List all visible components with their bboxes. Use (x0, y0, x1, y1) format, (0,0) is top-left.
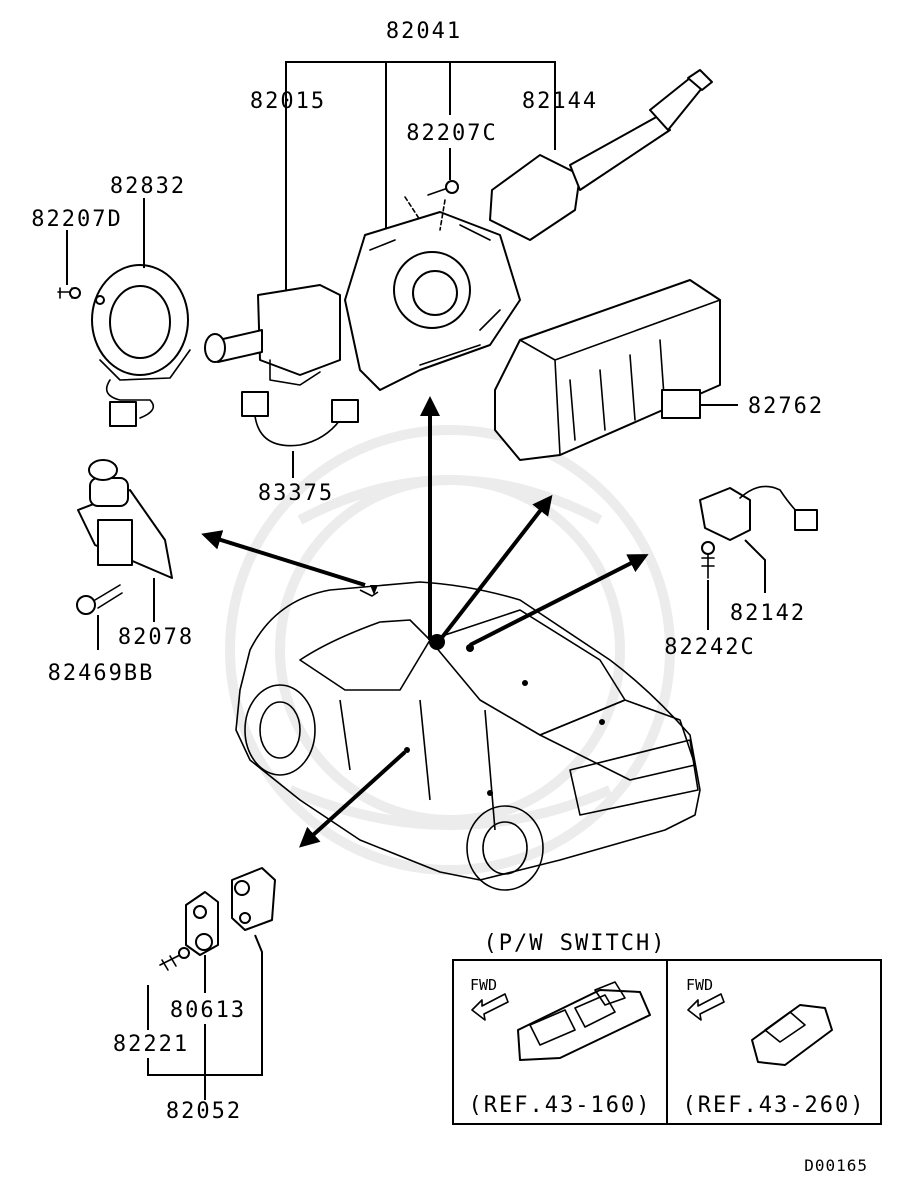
callout-82207C: 82207C (406, 121, 497, 146)
callout-82052: 82052 (166, 1099, 242, 1124)
screw-82207C-illustration (404, 180, 459, 231)
column-switch-illustration (344, 211, 521, 391)
pw-switch-title: (P/W SWITCH) (484, 931, 667, 956)
sensor-illustration (699, 485, 818, 541)
pw-switch-right: FWD (REF.43-260) (683, 976, 866, 1118)
light-switch-illustration (204, 284, 341, 386)
callout-80613: 80613 (170, 998, 246, 1023)
vehicle-outline (235, 581, 701, 891)
screw-82242C-illustration (701, 541, 715, 579)
wiper-switch-illustration (489, 69, 713, 241)
callout-82041: 82041 (386, 19, 462, 44)
callout-82078: 82078 (118, 625, 194, 650)
bolt-82469BB-illustration (76, 584, 123, 615)
callout-82144: 82144 (522, 89, 598, 114)
callout-82469BB: 82469BB (48, 661, 155, 686)
callout-82207D: 82207D (31, 207, 122, 232)
callout-82142: 82142 (730, 601, 806, 626)
fwd-label-right: FWD (686, 976, 713, 994)
location-arrows (201, 396, 649, 848)
callout-83375: 83375 (258, 481, 334, 506)
fwd-label-left: FWD (470, 976, 497, 994)
door-switch-illustration (185, 867, 276, 956)
callout-82221: 82221 (113, 1032, 189, 1057)
callout-82015: 82015 (250, 89, 326, 114)
clock-spring-illustration (91, 264, 191, 427)
callout-82762: 82762 (748, 394, 824, 419)
diagram-code: D00165 (804, 1156, 868, 1175)
screw-82221-illustration (159, 947, 190, 971)
ref-label-right: (REF.43-260) (683, 1093, 866, 1118)
stop-lamp-switch-illustration (77, 459, 173, 579)
pw-switch-left: FWD (REF.43-160) (469, 976, 652, 1118)
pw-switch-panel: (P/W SWITCH) FWD (REF.43-160) FWD (REF.4… (452, 931, 882, 1125)
screw-82207D-illustration (57, 287, 81, 299)
watermark-emblem (225, 425, 675, 875)
wire-harness-illustration (241, 391, 359, 447)
callout-82242C: 82242C (664, 635, 755, 660)
leader-lines (66, 61, 766, 1100)
callout-82832: 82832 (110, 174, 186, 199)
relay-box-illustration (494, 279, 721, 461)
ref-label-left: (REF.43-160) (469, 1093, 652, 1118)
